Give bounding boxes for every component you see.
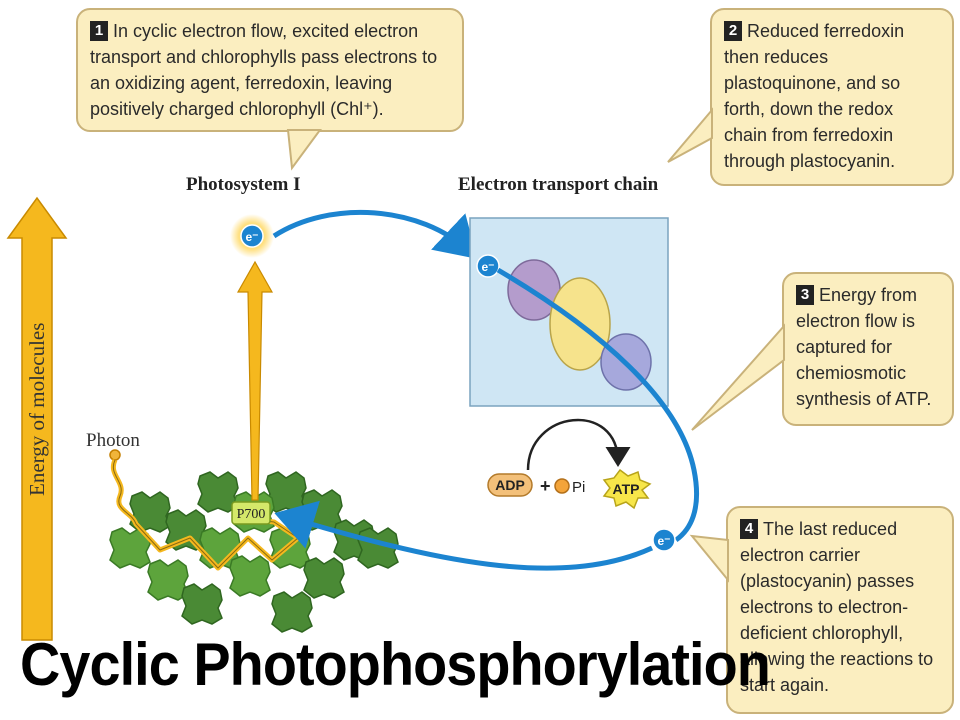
adp-label: ADP: [495, 477, 525, 493]
atp-label: ATP: [613, 481, 640, 497]
callout-3-text: Energy from electron flow is captured fo…: [796, 285, 932, 409]
energy-axis-label: Energy of molecules: [25, 323, 49, 496]
electron-ps1-label: e⁻: [245, 230, 258, 244]
callout-2-number: 2: [724, 21, 742, 41]
callout-1-number: 1: [90, 21, 108, 41]
pi-label: Pi: [572, 479, 585, 496]
callout-4-number: 4: [740, 519, 758, 539]
energy-arrow: [6, 196, 68, 641]
callout-4-text: The last reduced electron carrier (plast…: [740, 519, 934, 695]
callout-4-pointer: [689, 534, 729, 583]
arrow-etc-return: [496, 267, 700, 543]
atp-burst: [602, 468, 652, 510]
page-title: Cyclic Photophosphorylation: [20, 631, 771, 698]
photosystem-label: Photosystem I: [186, 174, 301, 195]
callout-3-number: 3: [796, 285, 814, 305]
callout-2-text: Reduced ferredoxin then reduces plastoqu…: [724, 21, 905, 171]
electron-etc-label: e⁻: [481, 260, 494, 274]
electron-ps1: [240, 224, 264, 248]
atp-synthesis-arrow: [526, 418, 631, 471]
excitation-arrow: [236, 260, 274, 501]
photon-label: Photon: [86, 430, 140, 451]
callout-1-text: In cyclic electron flow, excited electro…: [90, 21, 438, 119]
p700-label: P700: [237, 507, 266, 522]
p700-center: [231, 501, 271, 525]
electron-return: [652, 528, 676, 552]
arrow-return-to-p700: [274, 500, 654, 571]
adp-badge: [487, 473, 533, 497]
electron-return-label: e⁻: [657, 534, 670, 548]
etc-label: Electron transport chain: [458, 174, 659, 195]
callout-1-pointer: [286, 129, 322, 171]
photon-dot: [109, 449, 121, 461]
callout-2-pointer: [667, 107, 713, 163]
plus-sign: +: [540, 476, 551, 496]
phosphate-icon: [554, 478, 570, 494]
electron-etc: [476, 254, 500, 278]
arrow-ps1-to-etc: [272, 209, 478, 259]
callout-3-pointer: [691, 323, 785, 431]
